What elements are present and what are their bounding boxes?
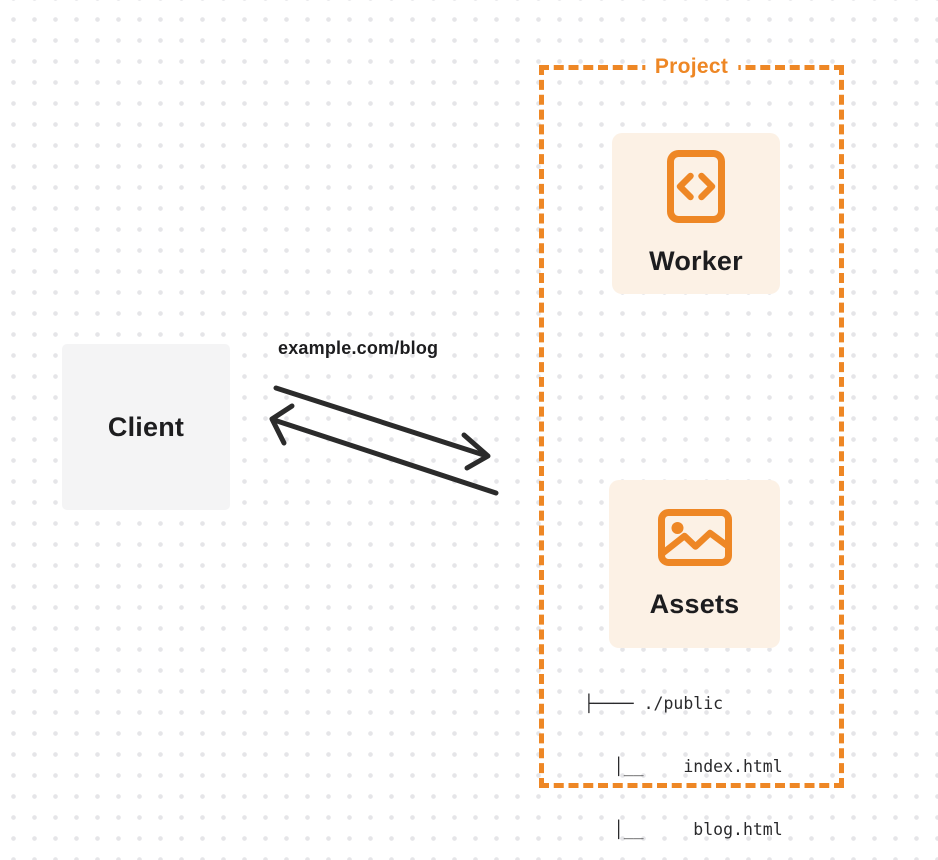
worker-card: Worker xyxy=(612,133,780,294)
request-arrow-line xyxy=(273,385,490,459)
client-label: Client xyxy=(107,411,185,442)
file-tree-line: │__ index.html xyxy=(584,757,783,776)
code-file-icon xyxy=(667,150,725,223)
image-icon xyxy=(657,508,732,566)
request-arrow xyxy=(273,385,491,471)
assets-label: Assets xyxy=(649,588,740,619)
image-icon-sun xyxy=(671,521,683,534)
file-tree: ├──── ./public │__ index.html │__ blog.h… xyxy=(584,651,783,860)
client-box: Client xyxy=(62,344,230,510)
response-arrowhead xyxy=(269,403,295,446)
worker-label: Worker xyxy=(649,246,743,276)
file-tree-line: │__ blog.html xyxy=(584,820,783,839)
project-container: Project Worker Assets ├──── ./public │__… xyxy=(539,53,844,839)
project-label: Project xyxy=(644,53,739,80)
file-tree-line: ├──── ./public xyxy=(584,694,724,713)
assets-card: Assets xyxy=(609,480,780,648)
request-arrowhead xyxy=(461,432,491,471)
response-arrow xyxy=(269,403,499,496)
request-url-label: example.com/blog xyxy=(278,338,439,358)
response-arrow-line xyxy=(271,417,499,496)
